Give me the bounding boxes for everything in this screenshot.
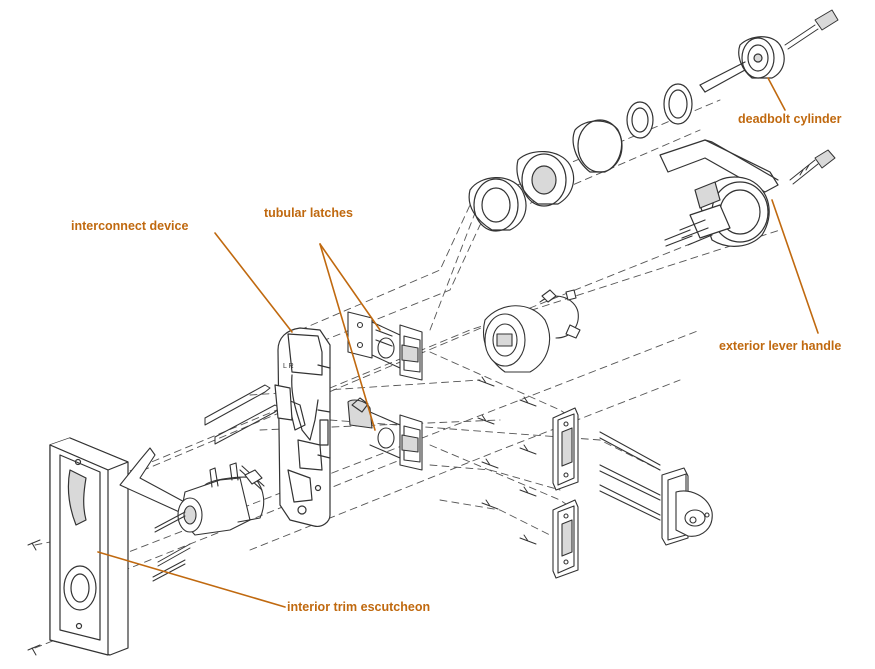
label-interconnect-device: interconnect device bbox=[71, 219, 189, 233]
deadbolt-latch-part bbox=[599, 431, 713, 546]
leader-deadbolt-cylinder bbox=[767, 77, 786, 111]
escutcheon-screws bbox=[27, 539, 41, 656]
interconnect-device-part: L R bbox=[274, 327, 331, 527]
axis-screws-3 bbox=[429, 464, 561, 491]
label-tubular-latches: tubular latches bbox=[264, 206, 353, 220]
axis-deadbolt-cylinder-b bbox=[299, 129, 701, 351]
label-deadbolt-cylinder: deadbolt cylinder bbox=[738, 112, 842, 126]
deadbolt-cylinder-part bbox=[699, 36, 785, 93]
label-interior-trim-escutcheon: interior trim escutcheon bbox=[287, 600, 431, 614]
small-screws bbox=[477, 376, 537, 545]
axis-escutcheon-screws bbox=[34, 539, 61, 546]
leader-interconnect-device bbox=[214, 232, 293, 333]
leader-tubular-latches-b bbox=[319, 243, 376, 431]
interconnect-lr-text: L R bbox=[283, 363, 294, 370]
axis-cyl-up bbox=[429, 199, 481, 331]
leader-tubular-latches-a bbox=[319, 243, 381, 331]
leader-interior-trim-escutcheon bbox=[97, 551, 286, 608]
leader-exterior-lever-handle bbox=[771, 199, 819, 334]
leader-lines bbox=[97, 77, 819, 608]
tubular-latch-lower-part bbox=[347, 397, 423, 471]
label-exterior-lever-handle: exterior lever handle bbox=[719, 339, 842, 353]
interior-trim-escutcheon-part bbox=[49, 437, 129, 656]
tubular-latch-upper-part bbox=[347, 311, 423, 381]
axis-latch-bolt bbox=[329, 419, 661, 471]
lever-key bbox=[789, 149, 836, 185]
axis-lower-b bbox=[249, 379, 681, 551]
lever-rose-part bbox=[483, 289, 581, 373]
strike-plates bbox=[552, 407, 579, 579]
rings bbox=[468, 83, 693, 232]
axis-deadbolt-cylinder bbox=[299, 99, 721, 331]
exterior-lever-handle-part bbox=[659, 139, 779, 247]
axis-screws-4 bbox=[439, 499, 561, 541]
interior-lever-part bbox=[119, 447, 265, 536]
cylinder-key bbox=[784, 9, 839, 50]
